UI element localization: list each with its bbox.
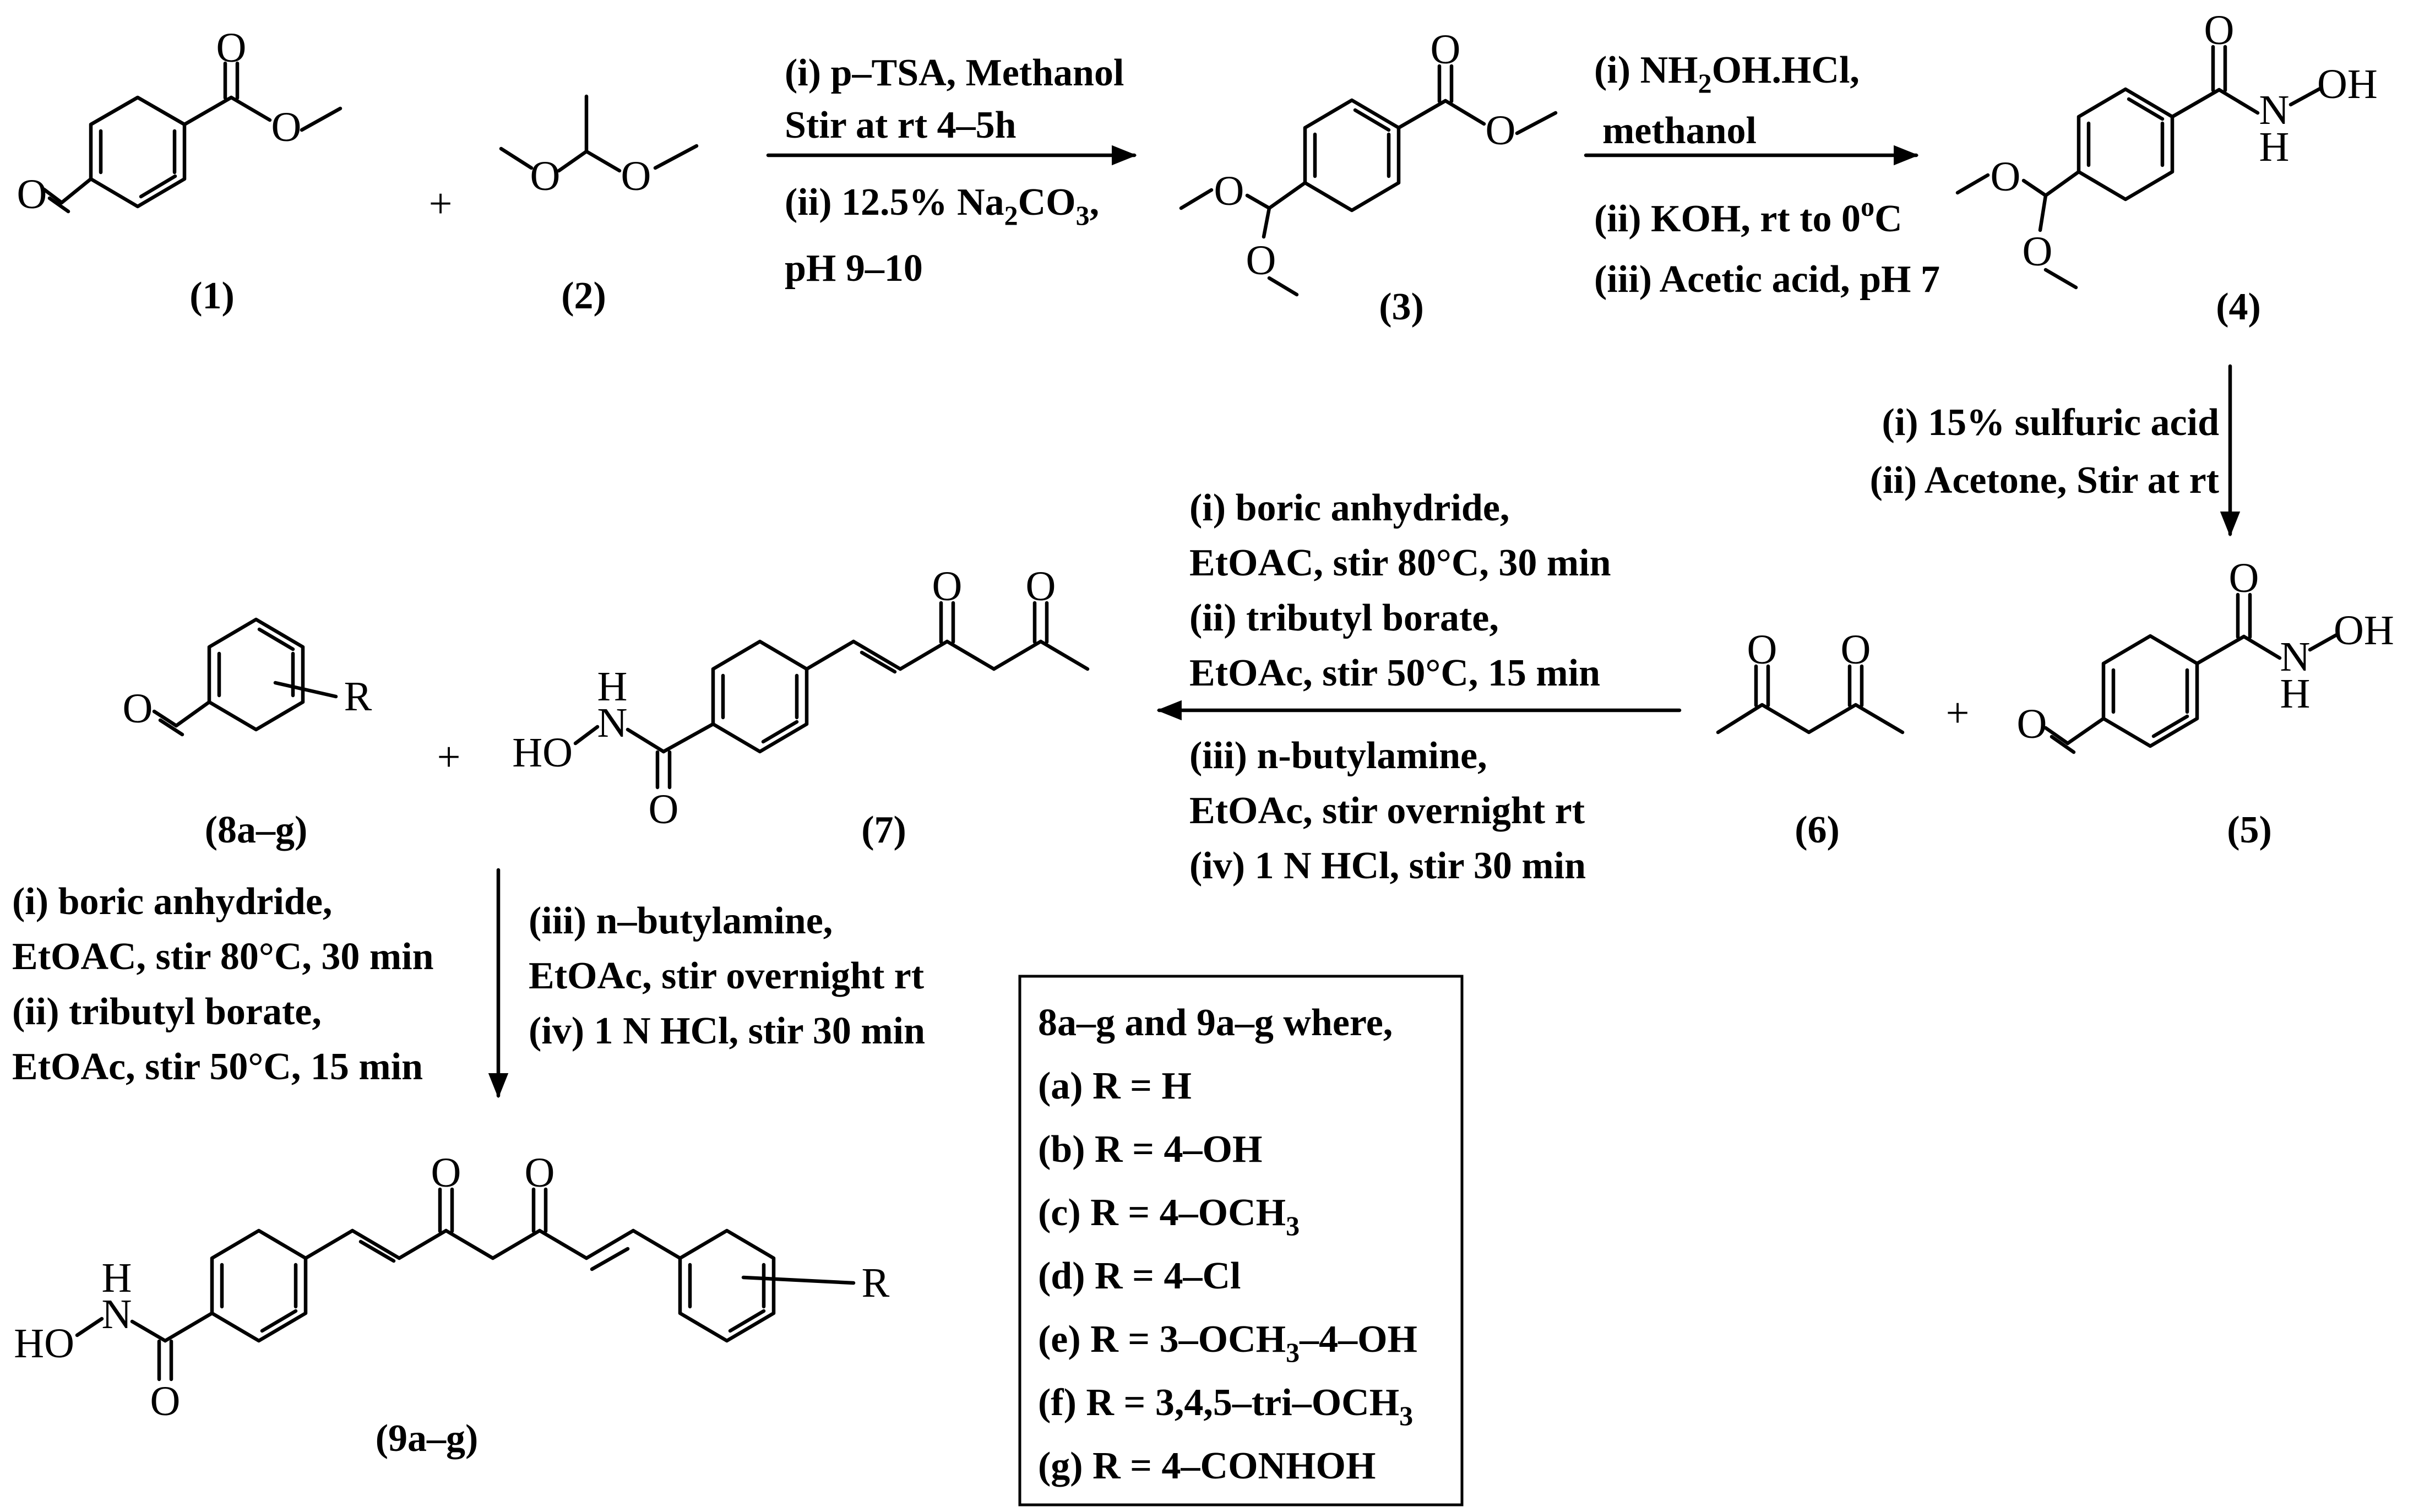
- compound-7-hydrogen-label: H: [597, 663, 628, 710]
- compound-6-label: (6): [1795, 809, 1840, 851]
- step-1-condition: pH 9–10: [785, 247, 923, 290]
- compound-7-hydroxyl-label: HO: [512, 730, 573, 776]
- compound-4-nitrogen-label: N: [2259, 87, 2290, 133]
- compound-3-oxygen-label: O: [1486, 107, 1516, 154]
- compound-1-structure: [42, 61, 343, 214]
- compound-4-hydroxyl-label: OH: [2317, 61, 2378, 107]
- step-4-condition: EtOAc, stir overnight rt: [1189, 790, 1585, 832]
- compound-7-oxygen-label: O: [932, 563, 963, 610]
- compound-8-oxygen-label: O: [123, 686, 153, 732]
- step-4-condition: (iv) 1 N HCl, stir 30 min: [1189, 845, 1586, 887]
- plus-sign: +: [1946, 690, 1970, 736]
- compound-2-oxygen-label: O: [530, 153, 561, 199]
- compound-5-oxygen-label: O: [2229, 555, 2259, 601]
- compound-3-structure: [1179, 64, 1558, 297]
- compound-5-structure: [2043, 592, 2340, 754]
- step-5-condition: (iv) 1 N HCl, stir 30 min: [529, 1010, 925, 1052]
- compound-7-structure: [573, 601, 1090, 790]
- compound-9-oxygen-label: O: [150, 1378, 181, 1424]
- step-5-condition: EtOAc, stir 50°C, 15 min: [12, 1046, 423, 1088]
- compound-9-oxygen-label: O: [431, 1150, 461, 1196]
- step-3-condition: (i) 15% sulfuric acid: [1882, 401, 2220, 444]
- compound-9-hydrogen-label: H: [102, 1255, 132, 1301]
- step-4-condition: (ii) tributyl borate,: [1189, 597, 1499, 639]
- plus-sign: +: [437, 734, 461, 780]
- compound-3-oxygen-label: O: [1214, 168, 1244, 214]
- compound-1-oxygen-label: O: [271, 104, 302, 150]
- step-3-condition: (ii) Acetone, Stir at rt: [1870, 459, 2219, 502]
- step-4-condition: (iii) n-butylamine,: [1189, 735, 1487, 777]
- compound-8-structure: [152, 617, 338, 737]
- compound-4-hydrogen-label: H: [2259, 124, 2290, 170]
- step-2-condition: (ii) KOH, rt to 0oC: [1594, 191, 1902, 240]
- compound-4-label: (4): [2216, 286, 2261, 328]
- legend-entry-g: (g) R = 4–CONHOH: [1038, 1445, 1376, 1487]
- plus-sign: +: [429, 181, 453, 227]
- step-1-condition: (ii) 12.5% Na2CO3,: [785, 181, 1099, 231]
- compound-9-label: (9a–g): [376, 1417, 479, 1460]
- compound-2-label: (2): [561, 275, 606, 317]
- compound-6-oxygen-label: O: [1841, 627, 1871, 673]
- step-1-condition: Stir at rt 4–5h: [785, 104, 1016, 146]
- compound-7-nitrogen-label: N: [597, 700, 628, 746]
- legend-entry-b: (b) R = 4–OH: [1038, 1128, 1262, 1171]
- step-2-condition: methanol: [1602, 110, 1757, 152]
- compound-3-oxygen-label: O: [1431, 26, 1461, 73]
- step-5-condition: (i) boric anhydride,: [12, 880, 332, 923]
- compound-9-nitrogen-label: N: [102, 1291, 132, 1337]
- compound-8-r-group-label: R: [344, 673, 372, 720]
- compound-5-hydroxyl-label: OH: [2334, 607, 2394, 654]
- step-1-condition: (i) p–TSA, Methanol: [785, 52, 1124, 94]
- step-4-condition: (i) boric anhydride,: [1189, 487, 1509, 529]
- step-4-condition: EtOAc, stir 50°C, 15 min: [1189, 652, 1600, 694]
- legend-entry-c: (c) R = 4–OCH3: [1038, 1192, 1300, 1241]
- compound-1-oxygen-label: O: [17, 171, 47, 217]
- compound-6-structure: [1716, 664, 1905, 735]
- step-5-condition: (ii) tributyl borate,: [12, 991, 322, 1033]
- compound-6-oxygen-label: O: [1747, 627, 1777, 673]
- compound-7-oxygen-label: O: [649, 786, 679, 833]
- compound-1-oxygen-label: O: [216, 25, 247, 71]
- compound-1-label: (1): [189, 275, 235, 317]
- compound-2-structure: [499, 94, 699, 173]
- compound-4-oxygen-label: O: [1991, 154, 2021, 200]
- compound-3-oxygen-label: O: [1246, 237, 1276, 284]
- compound-7-oxygen-label: O: [1026, 563, 1056, 610]
- compound-9-r-group-label: R: [862, 1260, 890, 1306]
- substituent-legend-box: [1018, 975, 1464, 1506]
- legend-title: 8a–g and 9a–g where,: [1038, 1002, 1393, 1044]
- compound-4-structure: [1955, 45, 2323, 290]
- step-4-condition: EtOAC, stir 80°C, 30 min: [1189, 542, 1611, 584]
- compound-5-nitrogen-label: N: [2280, 634, 2311, 680]
- compound-4-oxygen-label: O: [2023, 229, 2053, 275]
- step-5-condition: EtOAc, stir overnight rt: [529, 955, 924, 997]
- compound-4-oxygen-label: O: [2204, 7, 2235, 53]
- compound-5-label: (5): [2227, 809, 2272, 851]
- step-5-condition: EtOAC, stir 80°C, 30 min: [12, 936, 434, 978]
- compound-9-structure: [75, 1187, 856, 1382]
- legend-entry-e: (e) R = 3–OCH3–4–OH: [1038, 1318, 1417, 1368]
- compound-5-hydrogen-label: H: [2280, 671, 2311, 717]
- compound-2-oxygen-label: O: [621, 153, 651, 199]
- step-5-condition: (iii) n–butylamine,: [529, 900, 833, 942]
- compound-9-oxygen-label: O: [525, 1150, 555, 1196]
- compound-3-label: (3): [1379, 286, 1424, 328]
- compound-8-label: (8a–g): [205, 809, 308, 851]
- step-2-condition: (i) NH2OH.HCl,: [1594, 49, 1860, 99]
- legend-entry-d: (d) R = 4–Cl: [1038, 1255, 1241, 1297]
- compound-9-hydroxyl-label: HO: [14, 1320, 74, 1367]
- step-2-condition: (iii) Acetic acid, pH 7: [1594, 258, 1940, 301]
- compound-5-oxygen-label: O: [2017, 701, 2047, 747]
- compound-7-label: (7): [861, 809, 906, 851]
- legend-entry-a: (a) R = H: [1038, 1065, 1192, 1107]
- legend-entry-f: (f) R = 3,4,5–tri–OCH3: [1038, 1382, 1413, 1431]
